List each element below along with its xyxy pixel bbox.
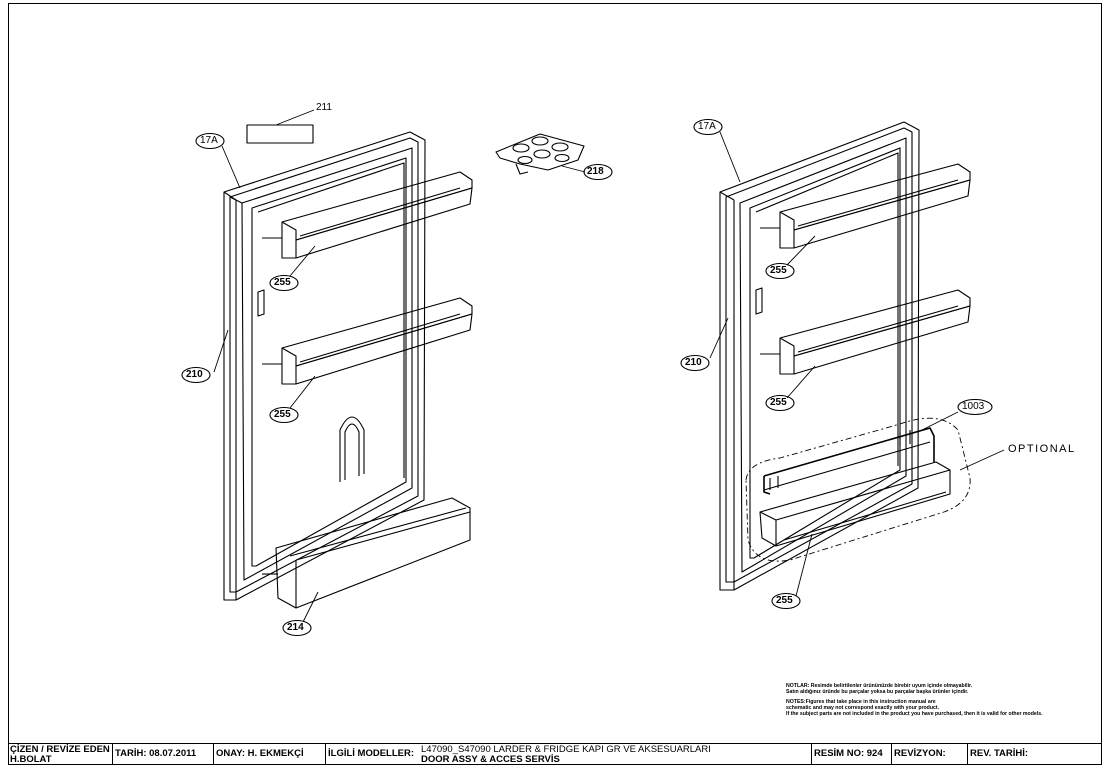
note-line: If the subject parts are not included in… [786,711,1043,718]
drawing-notes: NOTLAR: Resimde belirtilenler ürününüzde… [786,683,1102,717]
callout-255-left-mid: 255 [274,409,291,420]
title-block: ÇİZEN / REVİZE EDEN H.BOLAT TARİH: 08.07… [8,743,1102,765]
drawing-number-cell: RESİM NO: 924 [811,744,891,764]
callout-255-right-bottom: 255 [776,595,793,606]
date-cell: TARİH: 08.07.2011 [112,744,213,764]
drawing-title-cell: L47090_S47090 LARDER & FRIDGE KAPI GR VE… [419,744,811,764]
leader-lines [213,109,1005,623]
callout-211: 211 [316,102,332,113]
note-line: NOTES:Figures that take place in this in… [786,698,936,705]
callout-210-right: 210 [685,357,702,368]
related-models-label: İLGİLİ MODELLER: [325,744,419,764]
drawing-title-tr: LARDER & FRIDGE KAPI GR VE AKSESUARLARI [493,744,711,755]
revision-cell: REVİZYON: [891,744,967,764]
sheet-border [8,3,1102,765]
callout-218: 218 [587,166,604,177]
revision-date-cell: REV. TARİHİ: [967,744,1100,764]
callout-210-left: 210 [186,369,203,380]
callout-ovals [181,118,993,637]
left-door-assembly [223,124,473,609]
callout-255-left-top: 255 [274,277,291,288]
callout-17a-right: 17A [698,121,716,132]
drawn-by-label: ÇİZEN / REVİZE EDEN [10,744,110,755]
drawing-title-line1: L47090_S47090 LARDER & FRIDGE KAPI GR VE… [421,745,809,755]
drawing-title-en: DOOR ASSY & ACCES SERVİS [421,753,560,764]
drawn-by-name: H.BOLAT [10,753,52,764]
right-door-assembly [719,121,971,591]
models-value: L47090_S47090 [421,744,491,755]
egg-tray-part [495,133,585,175]
drawn-by-cell: ÇİZEN / REVİZE EDEN H.BOLAT [8,744,112,764]
approval-cell: ONAY: H. EKMEKÇİ [213,744,325,764]
note-line: Satın aldığınız üründe bu parçalar yoksa… [786,689,969,696]
callout-1003: 1003 [962,401,985,412]
callout-17a-left: 17A [200,135,218,146]
callout-255-right-top: 255 [770,265,787,276]
note-line: schematic and may not correspond exactly… [786,704,940,711]
optional-label: OPTIONAL [1008,443,1076,455]
callout-255-right-mid: 255 [770,397,787,408]
callout-214: 214 [287,622,304,633]
note-line: NOTLAR: Resimde belirtilenler ürününüzde… [786,683,973,689]
